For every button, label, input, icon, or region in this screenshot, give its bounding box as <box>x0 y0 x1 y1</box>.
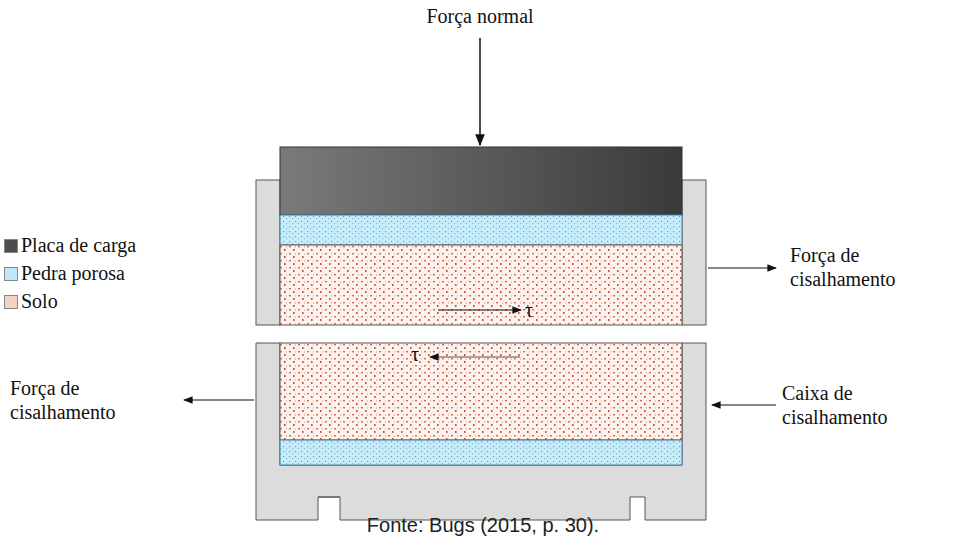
legend-swatch <box>4 239 18 253</box>
soil-sample <box>280 343 682 440</box>
upper-box-wall <box>682 180 706 325</box>
stress-symbol: τ <box>411 342 431 366</box>
caption: Fonte: Bugs (2015, p. 30). <box>0 514 966 537</box>
force-label: Força normal <box>380 4 580 28</box>
part-label: Caixa de cisalhamento <box>782 381 932 429</box>
legend-swatch <box>4 295 18 309</box>
lower-box-frame <box>256 343 706 520</box>
shear-force-arrow <box>708 267 776 268</box>
porous-stone <box>280 215 682 245</box>
force-label: Força de cisalhamento <box>790 243 940 291</box>
shear-force-arrow <box>184 399 254 400</box>
frame-edge <box>318 497 340 498</box>
load-plate <box>280 147 682 215</box>
upper-box-wall <box>256 180 280 325</box>
shear-stress-arrow <box>430 356 520 357</box>
legend-swatch <box>4 267 18 281</box>
shear-stress-arrow <box>438 309 521 310</box>
stress-symbol: τ <box>525 298 545 322</box>
legend-entry: Pedra porosa <box>4 262 125 285</box>
porous-stone <box>280 440 682 465</box>
soil-sample <box>280 245 682 325</box>
legend-text: Solo <box>21 290 58 313</box>
legend-text: Placa de carga <box>21 234 136 257</box>
legend-entry: Placa de carga <box>4 234 136 257</box>
legend-entry: Solo <box>4 290 58 313</box>
legend-text: Pedra porosa <box>21 262 125 285</box>
leader-arrow <box>712 404 776 405</box>
normal-force-arrow <box>479 38 481 145</box>
force-label: Força de cisalhamento <box>10 376 170 424</box>
